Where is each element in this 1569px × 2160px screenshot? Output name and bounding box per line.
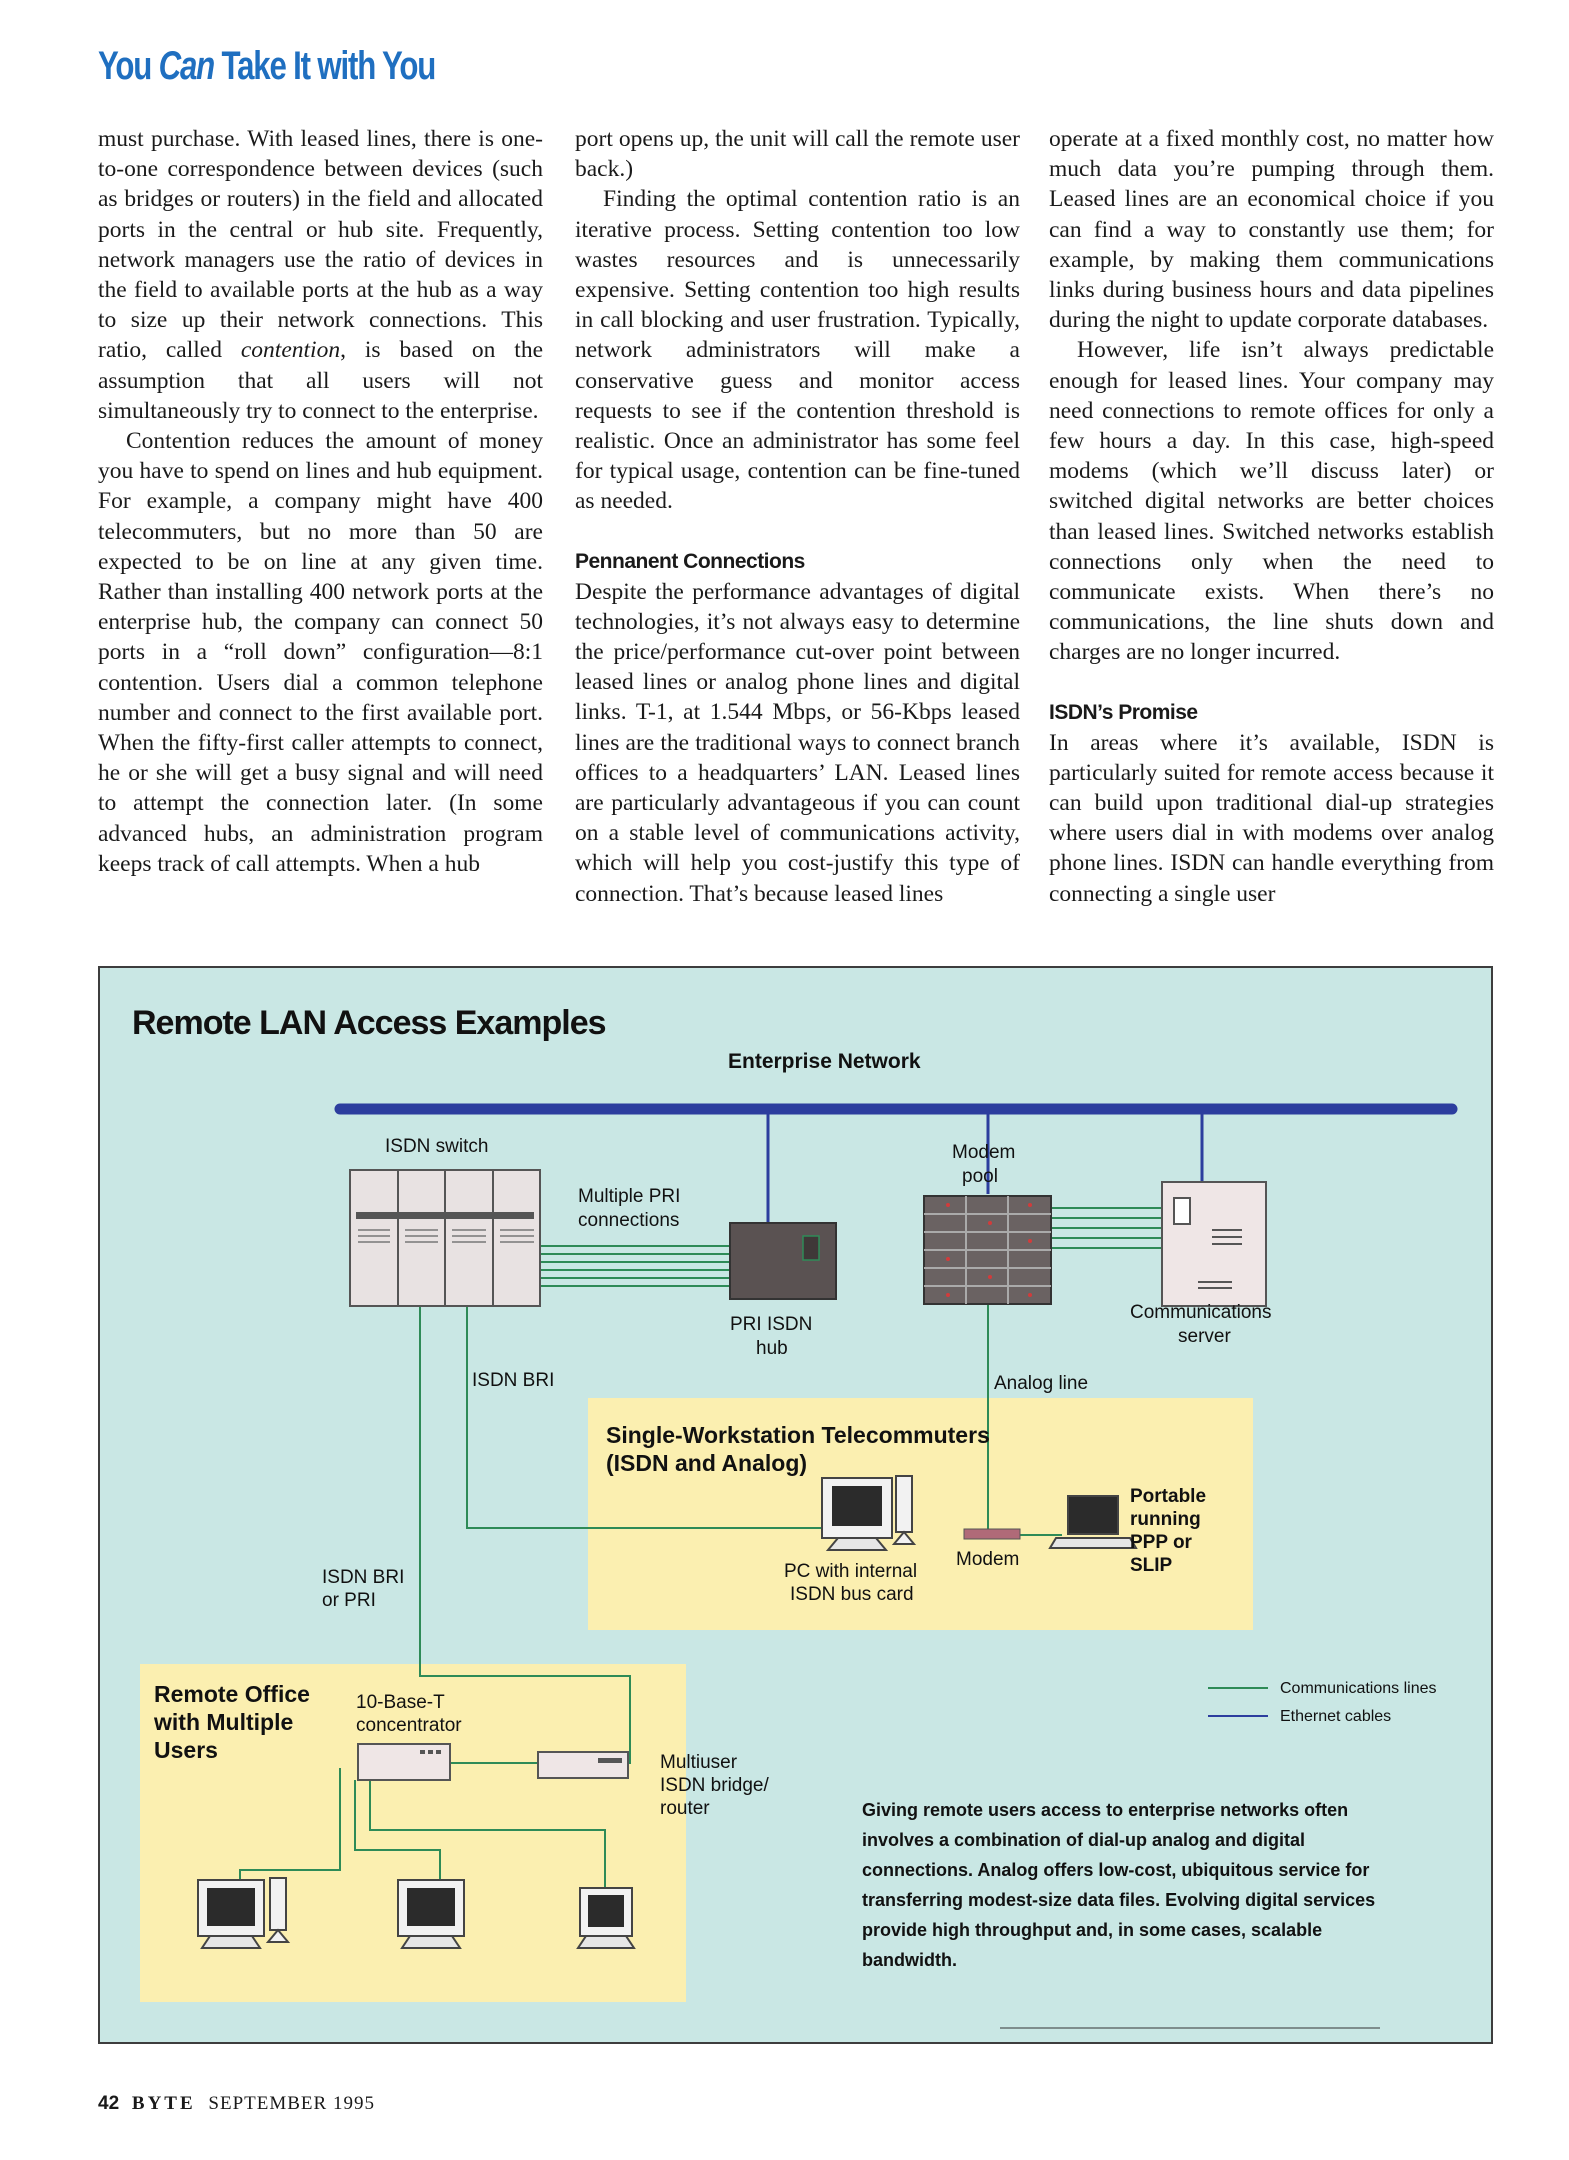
page-footer: 42 BYTE SEPTEMBER 1995 <box>98 2093 375 2115</box>
comm-server-label-1: Communications <box>1130 1302 1272 1323</box>
isdn-bri-pri-label-1: ISDN BRI <box>322 1567 404 1588</box>
multiple-pri-label-1: Multiple PRI <box>578 1186 680 1207</box>
caption-line: transferring modest-size data files. Evo… <box>862 1890 1375 1910</box>
modem-device <box>963 1528 1021 1540</box>
remote-office-title-1: Remote Office <box>154 1681 310 1707</box>
remote-lan-access-figure: Remote LAN Access Examples Enterprise Ne… <box>98 966 1493 2044</box>
portable-computer <box>1048 1495 1138 1549</box>
isdn-bri-pri-label-2: or PRI <box>322 1590 376 1611</box>
10-base-t-concentrator <box>357 1743 451 1781</box>
caption-line: involves a combination of dial-up analog… <box>862 1830 1305 1850</box>
page-number: 42 <box>98 2093 120 2114</box>
isdn-switch-label: ISDN switch <box>385 1136 488 1157</box>
isdn-bridge-router <box>537 1751 629 1779</box>
modem-pool-to-server-lines <box>1051 1207 1162 1249</box>
multiple-pri-label-2: connections <box>578 1210 679 1231</box>
concentrator-label-2: concentrator <box>356 1715 462 1736</box>
article-running-headline: You Can Take It with You <box>98 44 436 88</box>
remote-office-pc <box>397 1879 465 1949</box>
portable-label-3: PPP or <box>1130 1532 1193 1553</box>
portable-label-1: Portable <box>1130 1486 1206 1507</box>
caption-line: provide high throughput and, in some cas… <box>862 1920 1322 1940</box>
paragraph: must purchase. With leased lines, there … <box>98 126 543 424</box>
remote-office-pc <box>197 1877 291 1949</box>
isdn-bri-line <box>466 1304 822 1529</box>
paragraph: In areas where it’s available, ISDN is p… <box>1049 729 1494 907</box>
isdn-switch <box>349 1169 541 1307</box>
paragraph: Finding the optimal contention ratio is … <box>575 186 1020 515</box>
modem-pool-label-2: pool <box>962 1166 998 1187</box>
communications-server <box>1161 1181 1267 1307</box>
remote-office-pc <box>576 1887 636 1949</box>
figure-title: Remote LAN Access Examples <box>132 1004 606 1042</box>
remote-office-ethernet-cables <box>239 1768 606 1888</box>
pc-internal-label-2: ISDN bus card <box>790 1584 914 1605</box>
multiple-pri-lines <box>540 1245 732 1287</box>
enterprise-network-label: Enterprise Network <box>728 1050 921 1073</box>
portable-label-2: running <box>1130 1509 1201 1530</box>
single-workstation-title-2: (ISDN and Analog) <box>606 1450 807 1476</box>
modem-label: Modem <box>956 1549 1019 1570</box>
paragraph: port opens up, the unit will call the re… <box>575 126 1020 183</box>
pri-hub-label-1: PRI ISDN <box>730 1314 812 1335</box>
caption-line: bandwidth. <box>862 1950 957 1970</box>
section-heading: ISDN’s Promise <box>1049 700 1198 724</box>
remote-office-title-3: Users <box>154 1737 218 1763</box>
magazine-name: BYTE <box>131 2093 196 2114</box>
pri-hub-label-2: hub <box>756 1338 788 1359</box>
modem-pool-label-1: Modem <box>952 1142 1015 1163</box>
portable-label-4: SLIP <box>1130 1555 1173 1576</box>
single-workstation-title-1: Single-Workstation Telecommuters <box>606 1422 990 1448</box>
pri-isdn-hub <box>729 1222 837 1300</box>
modem-pool <box>923 1195 1052 1305</box>
legend-comm-label: Communications lines <box>1280 1680 1437 1697</box>
paragraph: Despite the performance advantages of di… <box>575 578 1020 907</box>
single-workstation-box <box>588 1398 1253 1630</box>
analog-line-label: Analog line <box>994 1373 1088 1394</box>
caption-line: Giving remote users access to enterprise… <box>862 1800 1348 1820</box>
concentrator-label-1: 10-Base-T <box>356 1692 445 1713</box>
bridge-label-2: ISDN bridge/ <box>660 1775 769 1796</box>
pc-with-isdn-card <box>821 1475 917 1551</box>
network-diagram: Remote LAN Access Examples Enterprise Ne… <box>132 1004 1458 2029</box>
comm-server-label-2: server <box>1178 1326 1231 1347</box>
paragraph: Contention reduces the amount of money y… <box>98 428 543 877</box>
issue-date: SEPTEMBER 1995 <box>208 2093 375 2114</box>
legend-ethernet-label: Ethernet cables <box>1280 1708 1391 1725</box>
text-column-1: must purchase. With leased lines, there … <box>98 124 543 879</box>
text-column-3: operate at a fixed monthly cost, no matt… <box>1049 124 1494 909</box>
paragraph: However, life isn’t always predictable e… <box>1049 337 1494 666</box>
section-heading: Pennanent Connections <box>575 549 805 573</box>
remote-office-title-2: with Multiple <box>153 1709 293 1735</box>
isdn-bri-label: ISDN BRI <box>472 1370 554 1391</box>
paragraph: operate at a fixed monthly cost, no matt… <box>1049 126 1494 334</box>
pc-internal-label-1: PC with internal <box>784 1561 917 1582</box>
caption-line: connections. Analog offers low-cost, ubi… <box>862 1860 1369 1880</box>
bridge-label-3: router <box>660 1798 710 1819</box>
bridge-label-1: Multiuser <box>660 1752 738 1773</box>
text-column-2: port opens up, the unit will call the re… <box>575 124 1020 909</box>
